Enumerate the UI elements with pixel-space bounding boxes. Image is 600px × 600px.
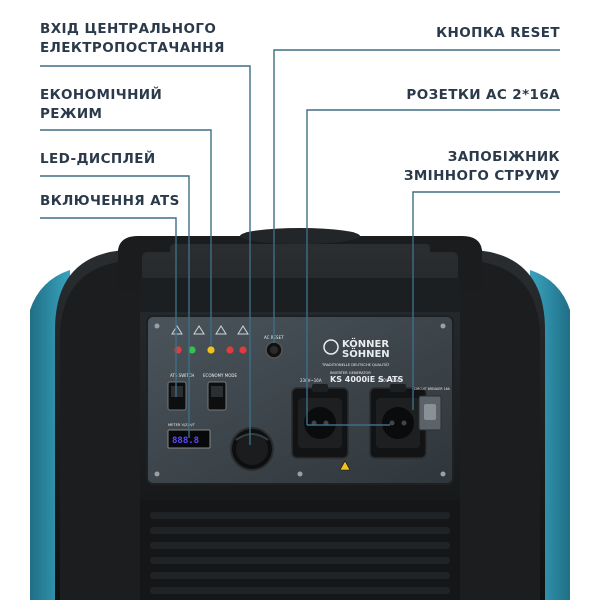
leader-eco-mode: [40, 129, 212, 345]
callout-central-input-line1: ВХІД ЦЕНТРАЛЬНОГО: [40, 21, 217, 37]
meter-label: METER V/Z/H/T: [168, 423, 196, 427]
led-red-2: [226, 346, 234, 354]
callout-fuse: ЗАПОБІЖНИК ЗМІННОГО СТРУМУ: [404, 148, 560, 186]
leader-fuse: [412, 191, 560, 410]
led-yellow: [207, 346, 215, 354]
led-green: [188, 346, 196, 354]
callout-central-input-line2: ЕЛЕКТРОПОСТАЧАННЯ: [40, 40, 225, 56]
leader-ats: [40, 217, 177, 397]
leader-sockets: [306, 109, 560, 425]
callout-eco-mode-line2: РЕЖИМ: [40, 106, 103, 122]
brand-tagline: TRADITIONELLE DEUTSCHE QUALITÄT: [321, 362, 390, 367]
leader-reset: [273, 49, 560, 343]
model-name: KS 4000iE S ATS: [330, 375, 404, 384]
leader-lines: [40, 49, 560, 445]
display-value: 888.8: [172, 436, 199, 446]
brand-line-2: SÖHNEN: [342, 346, 390, 360]
callout-led-display: LED-ДИСПЛЕЙ: [40, 150, 156, 169]
led-red-3: [239, 346, 247, 354]
socket-2: [369, 384, 427, 459]
callout-fuse-line2: ЗМІННОГО СТРУМУ: [403, 168, 560, 184]
callout-ats-line1: ВКЛЮЧЕННЯ ATS: [40, 193, 180, 209]
callout-reset: КНОПКА RESET: [436, 24, 560, 43]
callout-led-display-line1: LED-ДИСПЛЕЙ: [40, 151, 156, 167]
eco-switch-label: ECONOMY MODE: [203, 373, 237, 378]
ats-switch-label: ATS SWITCH: [170, 373, 194, 378]
callout-reset-line1: КНОПКА RESET: [436, 25, 560, 41]
socket-1-label: 230V~16A: [300, 378, 322, 383]
socket-1: [291, 384, 349, 459]
breaker-label: CIRCUIT BREAKER 16A: [414, 387, 451, 391]
callout-sockets: РОЗЕТКИ AC 2*16A: [406, 86, 560, 105]
brand-line-1: KÖNNER: [342, 336, 389, 350]
callout-fuse-line1: ЗАПОБІЖНИК: [447, 149, 560, 165]
callout-sockets-line1: РОЗЕТКИ AC 2*16A: [406, 87, 560, 103]
callout-eco-mode-line1: ЕКОНОМІЧНИЙ: [40, 87, 163, 103]
leader-central-input: [40, 65, 251, 445]
callout-ats: ВКЛЮЧЕННЯ ATS: [40, 192, 180, 211]
callout-central-input: ВХІД ЦЕНТРАЛЬНОГО ЕЛЕКТРОПОСТАЧАННЯ: [40, 20, 225, 58]
brand-logo: KÖNNER SÖHNEN TRADITIONELLE DEUTSCHE QUA…: [321, 336, 390, 367]
leader-led-display: [40, 175, 190, 438]
callout-eco-mode: ЕКОНОМІЧНИЙ РЕЖИМ: [40, 86, 162, 124]
model-prefix: INVERTER GENERATOR: [330, 371, 371, 375]
socket-2-label: 230V~16A: [378, 378, 400, 383]
